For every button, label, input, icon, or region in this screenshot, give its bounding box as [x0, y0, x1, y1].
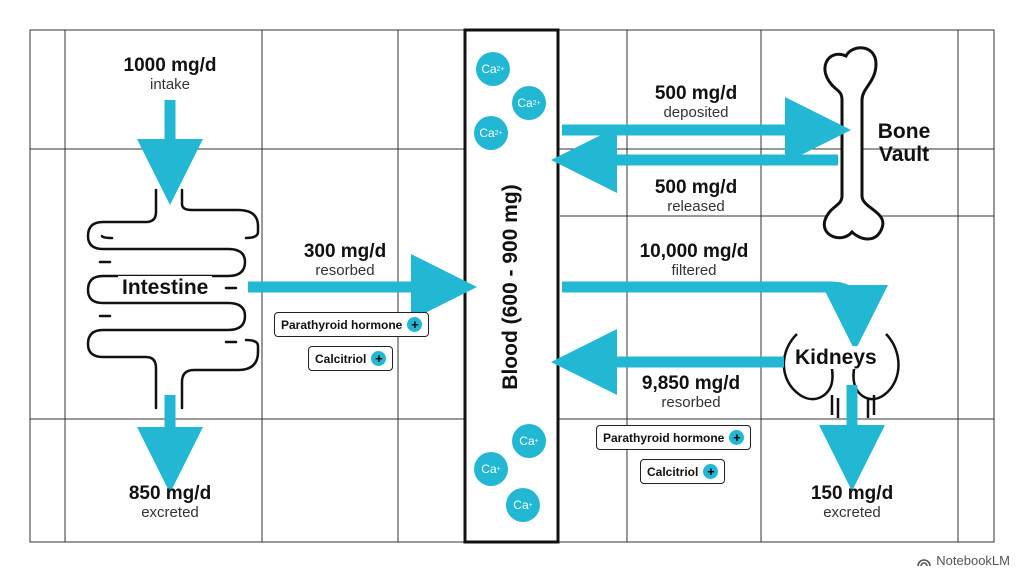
- notebooklm-logo-icon: [917, 558, 932, 566]
- bone-released-value: 500 mg/d: [654, 177, 738, 198]
- bone-deposited-value: 500 mg/d: [654, 83, 738, 104]
- plus-icon: +: [703, 464, 719, 479]
- intestine-excreted-text: excreted: [141, 503, 199, 521]
- intestine-calcitriol-tag: Calcitriol +: [308, 346, 394, 371]
- calcium-ion: Ca+: [474, 452, 508, 486]
- calcium-ion: Ca+: [506, 488, 540, 522]
- intestine-resorbed-value: 300 mg/d: [303, 241, 387, 262]
- bone-shape: [822, 46, 885, 241]
- intake-label: 1000 mg/d intake: [100, 55, 240, 93]
- kidney-excreted-text: excreted: [823, 503, 881, 521]
- intestine-calcitriol-label: Calcitriol: [315, 351, 367, 366]
- kidney-pth-label: Parathyroid hormone: [603, 430, 725, 445]
- kidney-excreted-label: 150 mg/d excreted: [782, 483, 922, 521]
- intestine-pth-label: Parathyroid hormone: [281, 317, 403, 332]
- kidneys-label: Kidneys: [792, 346, 880, 370]
- kidney-calcitriol-label: Calcitriol: [647, 464, 699, 479]
- intestine-shape: [86, 188, 260, 410]
- kidney-resorbed-label: 9,850 mg/d resorbed: [616, 373, 766, 411]
- kidney-filter-arrow: [562, 281, 888, 351]
- plus-icon: +: [371, 351, 387, 366]
- blood-label: Blood (600 - 900 mg): [499, 184, 522, 390]
- kidney-excreted-value: 150 mg/d: [810, 483, 894, 504]
- kidney-filtered-text: filtered: [671, 261, 717, 279]
- intestine-pth-tag: Parathyroid hormone +: [274, 312, 430, 337]
- kidney-filtered-label: 10,000 mg/d filtered: [614, 241, 774, 279]
- bone-released-label: 500 mg/d released: [626, 177, 766, 215]
- brand-label: NotebookLM: [936, 553, 1010, 568]
- bone-deposited-label: 500 mg/d deposited: [626, 83, 766, 121]
- plus-icon: +: [407, 317, 423, 332]
- kidney-pth-tag: Parathyroid hormone +: [596, 425, 752, 450]
- kidney-resorbed-value: 9,850 mg/d: [641, 373, 741, 394]
- intake-value: 1000 mg/d: [123, 55, 217, 76]
- calcium-ion: Ca+: [512, 424, 546, 458]
- kidney-resorbed-text: resorbed: [661, 393, 721, 411]
- notebooklm-brand: NotebookLM: [916, 553, 1010, 568]
- kidney-calcitriol-tag: Calcitriol +: [640, 459, 726, 484]
- bone-released-text: released: [667, 197, 725, 215]
- intestine-excreted-label: 850 mg/d excreted: [100, 483, 240, 521]
- intestine-label: Intestine: [118, 276, 213, 300]
- intestine-resorbed-text: resorbed: [315, 261, 375, 279]
- plus-icon: +: [729, 430, 745, 445]
- intestine-excreted-value: 850 mg/d: [128, 483, 212, 504]
- bone-label: Bone Vault: [877, 120, 931, 167]
- intestine-resorbed-label: 300 mg/d resorbed: [280, 241, 410, 279]
- kidney-filtered-value: 10,000 mg/d: [639, 241, 749, 262]
- bone-deposited-text: deposited: [663, 103, 729, 121]
- intake-text: intake: [149, 75, 191, 93]
